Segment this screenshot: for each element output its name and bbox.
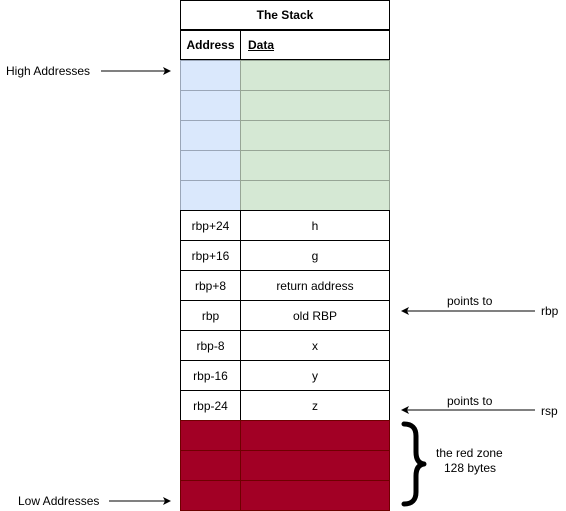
stack-table: The Stack Address Data rbp+24 h rbp+16 g… bbox=[180, 0, 390, 511]
low-addresses-label: Low Addresses bbox=[18, 494, 100, 508]
rbp-points-to-label: points to bbox=[447, 294, 493, 308]
red-zone-address-cell bbox=[180, 480, 241, 511]
red-zone-brace bbox=[401, 421, 427, 507]
stack-title: The Stack bbox=[180, 0, 390, 30]
high-addresses-label: High Addresses bbox=[6, 64, 91, 78]
rsp-label: rsp bbox=[541, 404, 558, 418]
red-zone-title: the red zone bbox=[436, 446, 503, 460]
red-zone-size: 128 bytes bbox=[444, 461, 497, 475]
address-header: Address bbox=[180, 30, 241, 60]
data-header-label: Data bbox=[248, 38, 275, 52]
rbp-label: rbp bbox=[541, 304, 559, 318]
red-zone-address-cell bbox=[180, 450, 241, 481]
red-zone-data-cell bbox=[240, 420, 390, 451]
high-data-cell bbox=[240, 180, 390, 211]
red-zone-data-cell bbox=[240, 480, 390, 511]
rsp-points-to-label: points to bbox=[447, 394, 493, 408]
data-header: Data bbox=[240, 30, 390, 60]
